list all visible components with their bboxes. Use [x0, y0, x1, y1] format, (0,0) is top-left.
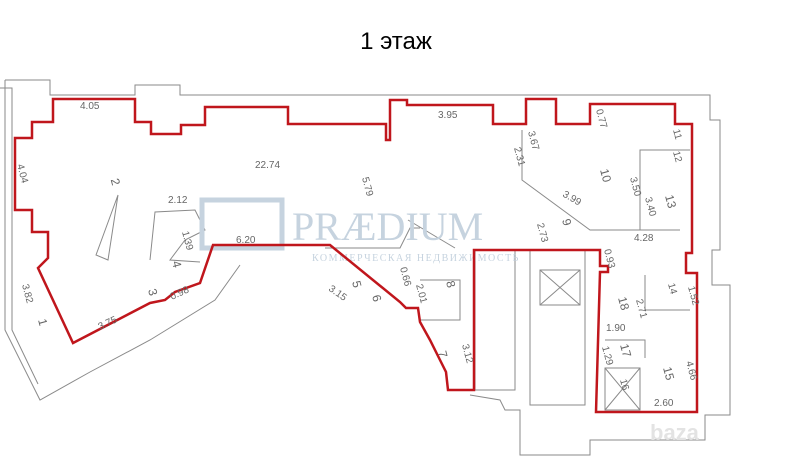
dim: 5.79	[359, 176, 375, 198]
dim: 0.77	[593, 108, 609, 130]
dim: 3.50	[627, 176, 643, 198]
watermark: PRÆDIUM КОММЕРЧЕСКАЯ НЕДВИЖИМОСТЬ baza	[199, 197, 700, 445]
dim: 1.29	[599, 345, 615, 367]
dim: 4.66	[683, 360, 699, 382]
dim: 3.99	[561, 189, 584, 208]
room-12: 12	[670, 150, 684, 164]
dim: 1.52	[685, 285, 701, 307]
room-11: 11	[670, 128, 683, 141]
room-numbers: 2 1 3 4 5 6 7 8 9 10 11 12 13 14 15 16 1…	[35, 128, 684, 392]
dim: 22.74	[255, 160, 280, 171]
room-6: 6	[369, 293, 384, 303]
watermark-brand: PRÆDIUM	[292, 204, 483, 249]
room-18: 18	[615, 295, 632, 312]
room-4: 4	[169, 259, 184, 269]
dim: 4.28	[634, 233, 654, 244]
room-1: 1	[35, 317, 50, 327]
dimensions: 4.05 22.74 3.95 0.77 4.04 2.12 5.79 3.67…	[14, 101, 701, 409]
room-7: 7	[435, 349, 450, 359]
dim: 1.90	[606, 323, 626, 334]
room-10: 10	[597, 167, 614, 184]
dim: 3.12	[459, 343, 475, 365]
room-2: 2	[108, 177, 123, 187]
dim: 4.04	[14, 163, 30, 185]
premises-outline	[13, 97, 699, 414]
dim: 3.67	[525, 130, 541, 152]
room-17: 17	[617, 342, 634, 359]
dim: 2.01	[413, 283, 429, 305]
room-13: 13	[662, 193, 679, 210]
room-15: 15	[660, 365, 677, 382]
dim: 3.75	[97, 314, 120, 332]
room-9: 9	[559, 217, 574, 227]
dim: 0.66	[397, 266, 413, 288]
dim: 2.73	[534, 222, 550, 244]
dim: 0.93	[601, 248, 617, 270]
dim: 4.05	[80, 101, 100, 112]
floor-title: 1 этаж	[360, 28, 432, 55]
room-14: 14	[665, 282, 679, 296]
site-logo: baza	[650, 420, 700, 445]
dim: 2.71	[633, 298, 649, 320]
room-16: 16	[617, 378, 631, 392]
watermark-tagline: КОММЕРЧЕСКАЯ НЕДВИЖИМОСТЬ	[312, 253, 520, 264]
room-5: 5	[349, 279, 364, 289]
dim: 3.15	[326, 283, 349, 303]
walls	[0, 79, 731, 456]
dim: 3.82	[19, 283, 35, 305]
dim: 6.20	[236, 235, 256, 246]
dim: 2.12	[168, 195, 188, 206]
dim: 3.95	[438, 110, 458, 121]
dim: 2.60	[654, 398, 674, 409]
dim: 1.39	[179, 230, 195, 252]
dim: 3.40	[642, 196, 658, 218]
room-8: 8	[443, 279, 458, 289]
dim: 2.31	[511, 146, 527, 168]
room-3: 3	[145, 287, 160, 297]
